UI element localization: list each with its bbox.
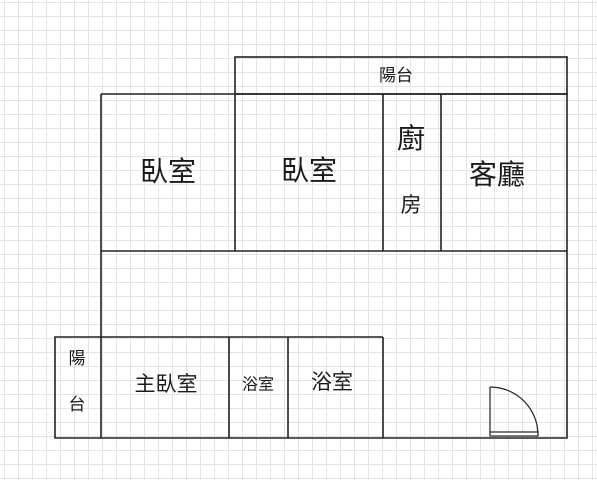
room-label-bedroom-left: 臥室	[140, 155, 196, 188]
door-swing-arc	[489, 386, 539, 436]
room-label-kitchen-2: 房	[401, 193, 422, 217]
room-label-balcony-left-2: 台	[69, 395, 86, 415]
room-label-bedroom-mid: 臥室	[281, 154, 337, 187]
room-label-kitchen-1: 廚	[397, 122, 425, 155]
room-label-master-bedroom: 主臥室	[135, 372, 198, 396]
room-label-balcony-top: 陽台	[379, 66, 413, 86]
room-label-bathroom-1: 浴室	[242, 375, 274, 394]
room-label-living-room: 客廳	[469, 158, 525, 191]
outer-wall	[100, 93, 568, 439]
room-label-balcony-left-1: 陽	[69, 349, 86, 369]
room-label-bathroom-2: 浴室	[311, 370, 353, 394]
door-leaf	[489, 431, 539, 437]
balcony-left-outline	[54, 336, 101, 439]
